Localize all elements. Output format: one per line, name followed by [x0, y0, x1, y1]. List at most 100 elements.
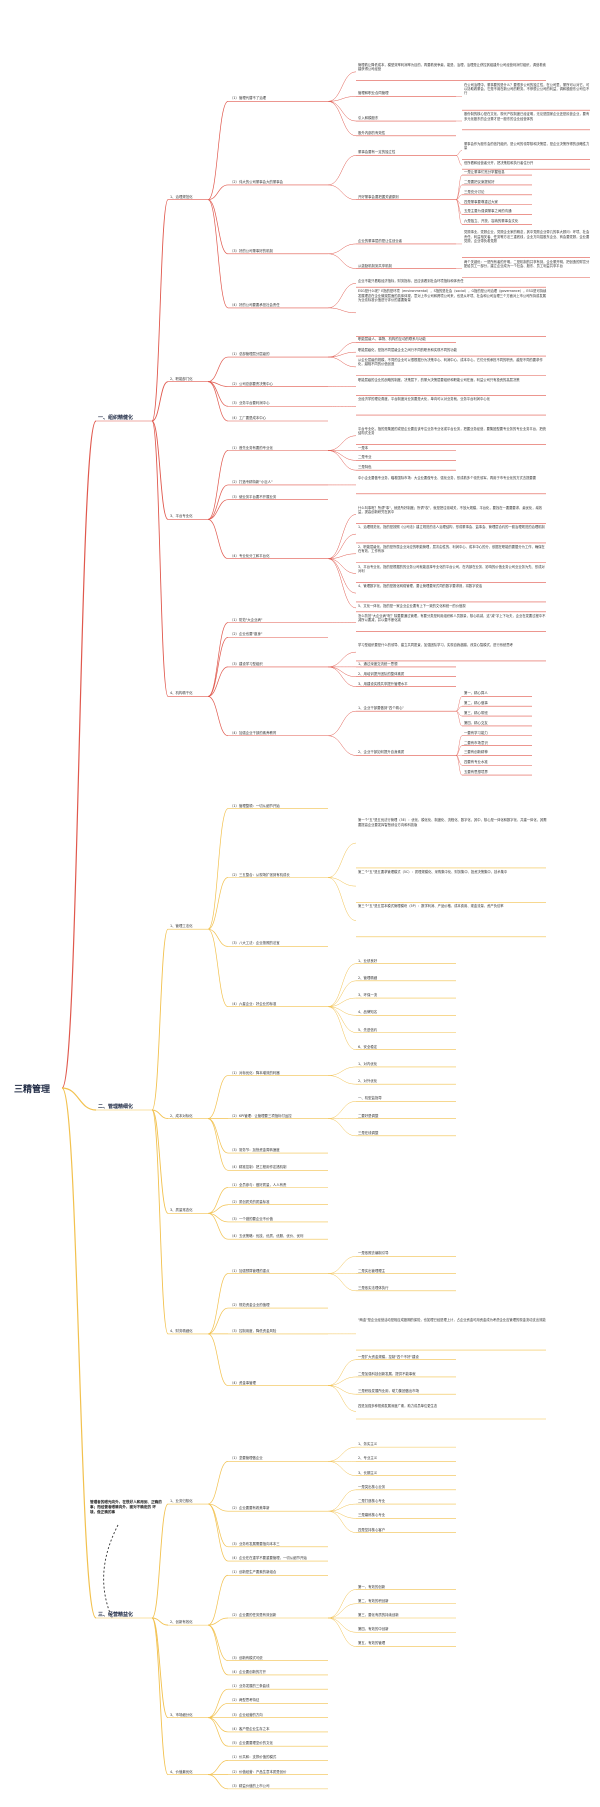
detail-title: 五是主要为强调董事之间的沟通 [464, 209, 512, 214]
connector-line [455, 150, 463, 156]
connector-line [455, 706, 463, 712]
detail-text: 在公司治理中，董事要的是什么？要很多公司的独立性，在公司里，董所可以对它，可以协… [464, 82, 590, 96]
section-title: 二、管理精细化 [98, 1104, 134, 1110]
connector-line [327, 71, 357, 102]
detail-title: 二是要把议案提前好 [464, 179, 495, 184]
connector-line [327, 666, 357, 677]
connector-line [207, 1118, 229, 1154]
connector-line [327, 1503, 357, 1512]
child-text: 四是加强多种视频发展深度广覆，助力成员单位更生态 [358, 1403, 438, 1408]
item-title: （4）工厂要是成本中心 [230, 416, 267, 420]
item-title: （3）使业务平台要不开展业务 [230, 494, 277, 499]
detail-title: 五要有思想境界 [464, 770, 488, 775]
item-title: （1）总部管理层分层级的 [230, 352, 270, 357]
item-title: （2）公司总部要责决策中心 [230, 381, 273, 386]
child-title: 2、对外优化 [358, 1079, 378, 1084]
connector-line [455, 696, 463, 712]
group-title: 1、管理工法化 [170, 924, 193, 929]
child-title: 二是专业 [358, 455, 372, 460]
item-title: （3）业务布发展需要指向本本三 [230, 1541, 280, 1546]
child-title: 一、机型监指导 [358, 1096, 382, 1101]
child-title: 第四，有效的中创新 [358, 1627, 389, 1632]
child-title: 三是磨炼核心专业 [358, 1513, 386, 1518]
child-title: 董事会要有一定的独立性 [358, 150, 396, 155]
connector-line [61, 1087, 97, 1111]
connector-line [327, 155, 357, 186]
connector-line [327, 666, 357, 687]
connector-line [207, 1774, 229, 1790]
connector-line [327, 435, 357, 451]
connector-line [207, 1503, 229, 1548]
child-title: 一是本 [358, 445, 369, 450]
connector-line [151, 1617, 169, 1626]
connector-line [327, 1385, 357, 1412]
detail-text: 股份制的核心是在文化，现代产权制度已经证明，无论是国家企业还是民营企业，要有多元… [464, 112, 590, 121]
connector-line [61, 420, 97, 1089]
child-title: 三是特色 [358, 465, 372, 470]
item-title: （2）价值经营：产品生意本质是创价 [230, 1769, 287, 1774]
item-title: （2）质创质关的质量标准 [230, 1199, 270, 1204]
connector-line [207, 1307, 229, 1335]
connector-line [327, 1589, 357, 1619]
child-title: 2、管理精细 [358, 975, 378, 980]
connector-line [207, 1717, 229, 1747]
connector-line [151, 1109, 169, 1120]
connector-line [207, 184, 229, 201]
connector-line [327, 1118, 357, 1137]
detail-text: 董事会作为股东会的信托组织，是公司的领导核和决策层，是企业决策所得的战略性力量 [464, 141, 590, 151]
connector-line [327, 514, 357, 559]
connector-line [327, 1101, 357, 1119]
group-title: 2、职能部门化 [170, 376, 193, 381]
child-text: 4、管理数字化，指的是推化网络管理，要让管理要采式同的数字要求则，将数字说话 [358, 584, 483, 589]
connector-line [327, 710, 357, 736]
child-title: 第三，要化有质的持续创新 [358, 1613, 399, 1617]
connector-line [455, 745, 463, 756]
connector-line [207, 1187, 229, 1214]
detail-title: 第四，精心交友 [464, 720, 488, 725]
connector-line [151, 1617, 169, 1719]
item-title: （1）防范"大企业病" [230, 617, 263, 622]
connector-line [151, 1109, 169, 1335]
child-text: 业经济学的理论角度，平台制度对业务要是大化，单向可以对业务就，业务平台利润中心化 [358, 397, 490, 402]
child-title: 1、通过深度交流统一思想 [358, 661, 398, 666]
connector-line [151, 381, 169, 422]
child-title: 三是在线调整 [358, 1130, 379, 1135]
child-text: 管理着让降低成本，模型效率利润率为目的，再要着竞争最，能是、治理，治理是让获控其… [358, 63, 546, 72]
item-title: （1）全员参与：做好质量，人人有责 [230, 1182, 287, 1187]
child-title: 一是突出核心业务 [358, 1484, 386, 1489]
child-text: 第三个"五"是五层本模式管理模块（5P）：数学利润、产品价格、成本费用、现金流量… [358, 904, 504, 909]
child-text: 3、平台专业化，指的是根据的的业务公司就能选择专业化的平台公司，在内部在业务、影… [358, 564, 545, 574]
connector-line [327, 450, 357, 471]
connector-line [207, 696, 229, 737]
detail-title: 三要有创新精神 [464, 750, 488, 755]
item-title: （4）客户是企业生存之本 [230, 1726, 270, 1731]
connector-line [327, 877, 357, 921]
item-title: （2）KPI管理：让管理要三项指标付运控 [230, 1113, 292, 1118]
item-title: （3）常务节：加快资金周转速度 [230, 1148, 280, 1153]
item-title: （3）创新有模式可依 [230, 1655, 263, 1660]
connector-line [207, 356, 229, 383]
connector-line [207, 499, 229, 520]
connector-line [327, 342, 357, 358]
connector-line [327, 1446, 357, 1462]
connector-line [207, 1212, 229, 1240]
connector-line [327, 1617, 357, 1647]
connector-line [455, 174, 463, 200]
child-title: 三是依实法理体执行 [358, 1285, 389, 1290]
child-text: 第二个"五"是五要求管理模式（5C）：质理规模化、采购集中化、财务集中、投资决策… [358, 869, 508, 874]
item-title: （2）规范资金企业的值理 [230, 1303, 270, 1308]
connector-line [207, 450, 229, 520]
child-title: 一是依照去编制引导 [358, 1251, 389, 1256]
detail-title: 四要有专业水准 [464, 760, 488, 765]
group-title: 3、质量常态化 [170, 1208, 193, 1213]
detail-text: 两个关键优：一是所有者的开明，二是机制的共享有到，企业董开明，把创造的财富分配给… [464, 259, 590, 269]
connector-line [455, 755, 463, 766]
connector-line [327, 1617, 357, 1633]
item-title: （1）坚要管理做企业 [230, 1456, 263, 1461]
connector-line [207, 1118, 229, 1171]
detail-text: 党顾事业，党顾企业，党顾企业家的概念，其中党顾企业带几的事大顾问：环境、社会责任… [464, 230, 590, 244]
connector-line [207, 199, 229, 255]
child-title: 职能层级人、事物、机构的互动的联系与功能 [358, 337, 426, 342]
child-title: 2、用培训提升团队的整体素质 [358, 671, 405, 676]
